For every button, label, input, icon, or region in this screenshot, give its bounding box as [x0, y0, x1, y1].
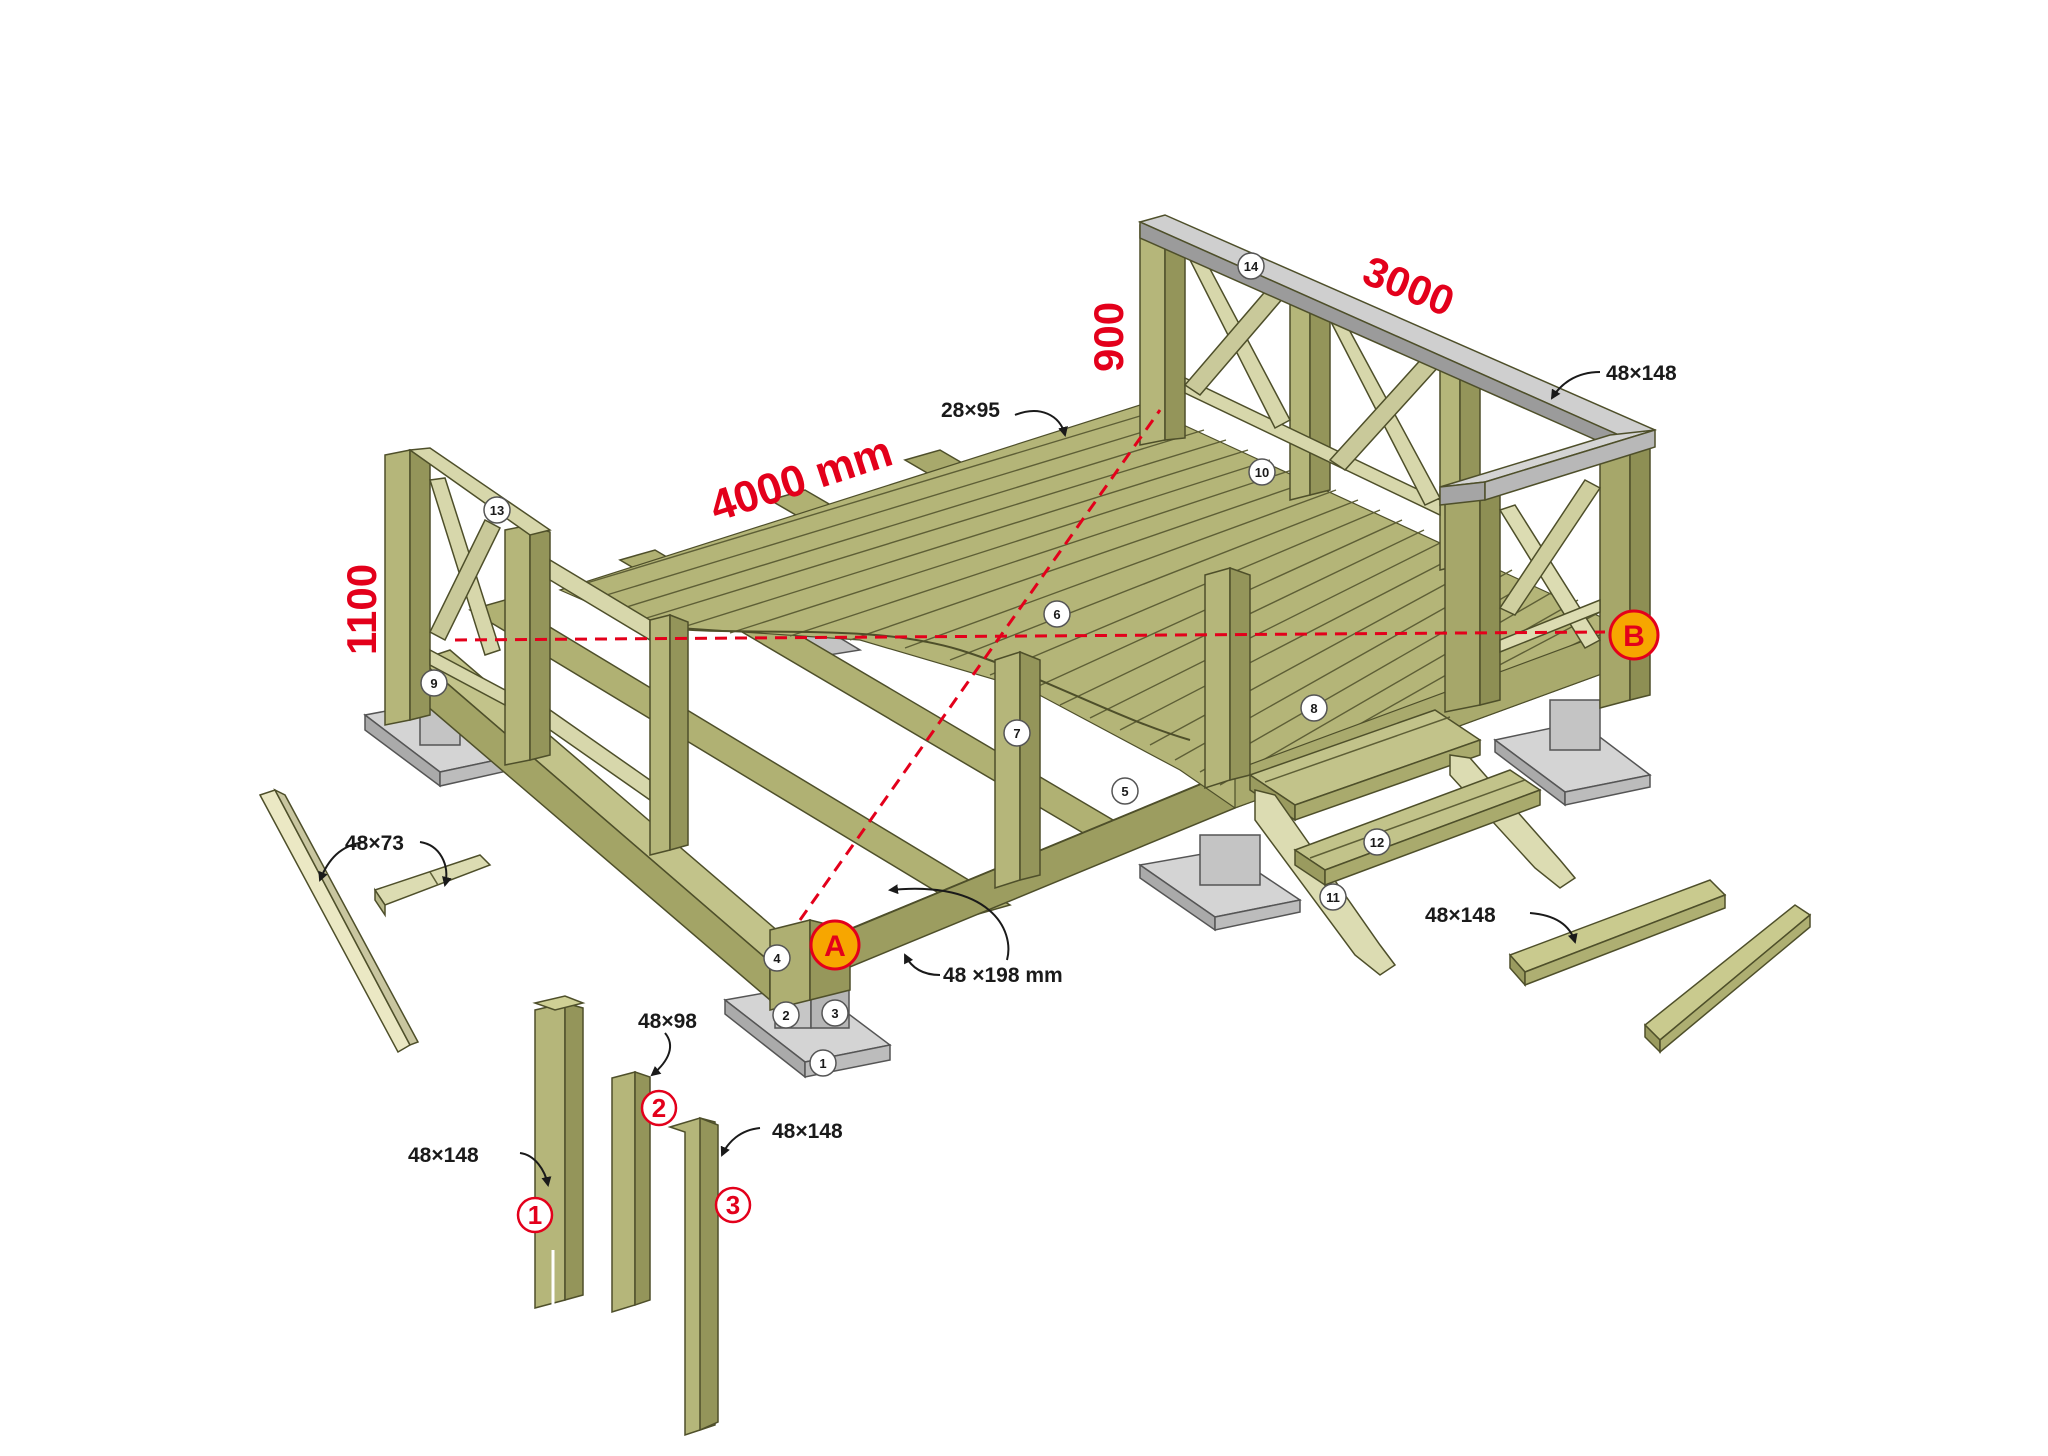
- left-lower-rail: [429, 648, 506, 707]
- callout-9: 9: [420, 669, 448, 697]
- callout-14: 14: [1237, 252, 1265, 280]
- right-brace-b: [1498, 479, 1602, 616]
- back-brace-x2b: [1328, 354, 1442, 471]
- left-railing: [384, 447, 689, 856]
- callout-8: 8: [1300, 694, 1328, 722]
- opening-post-left: [649, 614, 671, 856]
- joist-inner-1: [468, 599, 1012, 916]
- svg-text:1: 1: [528, 1200, 542, 1230]
- svg-text:9: 9: [430, 676, 437, 691]
- stairs: [1248, 709, 1577, 976]
- svg-text:13: 13: [490, 503, 504, 518]
- annotation-arrows: [318, 371, 1601, 1187]
- entrance-post-right: [1204, 567, 1231, 790]
- callout-10: 10: [1248, 458, 1276, 486]
- loose-brace-short: [373, 854, 492, 906]
- callout-2: 2: [772, 1001, 800, 1029]
- post-numbers: 1 2 3: [516, 1089, 752, 1234]
- back-railing: [1137, 214, 1657, 571]
- footing-middle: [1138, 834, 1302, 932]
- point-marker-b: B: [1608, 609, 1660, 661]
- entrance-posts: [994, 566, 1251, 890]
- post-part-2: [611, 1071, 636, 1314]
- loose-brace-long: [258, 789, 411, 1054]
- label-decking: 28×95: [941, 399, 1000, 422]
- dimension-left-height: 1100: [338, 564, 385, 655]
- label-step: 48×148: [1425, 904, 1496, 927]
- callout-12: 12: [1363, 828, 1391, 856]
- side-beam-left-top: [418, 649, 802, 963]
- numbered-callouts: 1 2 3 4 5 6 7 8 9 10 11 12 13 14: [420, 252, 1391, 1077]
- footing-right: [1493, 699, 1652, 807]
- svg-text:1: 1: [819, 1056, 826, 1071]
- svg-text:2: 2: [652, 1093, 666, 1123]
- back-post-left: [1139, 221, 1166, 446]
- svg-text:6: 6: [1053, 607, 1060, 622]
- svg-text:14: 14: [1244, 259, 1259, 274]
- callout-4: 4: [763, 944, 791, 972]
- label-top-rail: 48×148: [1606, 362, 1677, 385]
- label-cross-brace: 48×73: [345, 832, 404, 855]
- entrance-post-7: [994, 650, 1021, 890]
- left-brace-b: [429, 518, 501, 642]
- svg-text:4: 4: [773, 951, 781, 966]
- svg-text:B: B: [1623, 620, 1645, 653]
- right-lower-rail: [1499, 598, 1601, 654]
- svg-text:12: 12: [1370, 835, 1384, 850]
- loose-step-board-1: [1508, 879, 1727, 973]
- svg-text:11: 11: [1326, 890, 1340, 905]
- label-post-3: 48×148: [772, 1120, 843, 1143]
- callout-7: 7: [1003, 719, 1031, 747]
- loose-parts: [258, 788, 1812, 1054]
- svg-text:2: 2: [782, 1008, 789, 1023]
- diagonal-line-a: [798, 409, 1162, 921]
- point-marker-a: A: [809, 919, 861, 971]
- right-railing: [1439, 428, 1656, 713]
- callout-5: 5: [1111, 777, 1139, 805]
- callout-13: 13: [483, 496, 511, 524]
- right-post-back: [1599, 437, 1631, 709]
- post-parts: [532, 995, 719, 1437]
- callout-3: 3: [821, 999, 849, 1027]
- callout-1: 1: [809, 1049, 837, 1077]
- post-number-2: 2: [640, 1089, 678, 1127]
- svg-text:8: 8: [1310, 701, 1317, 716]
- left-top-rail: [407, 447, 552, 536]
- svg-text:10: 10: [1255, 465, 1269, 480]
- label-post-2: 48×98: [638, 1010, 697, 1033]
- svg-text:7: 7: [1013, 726, 1020, 741]
- dimension-rail-height: 900: [1085, 302, 1132, 372]
- callout-6: 6: [1043, 600, 1071, 628]
- left-post-back: [384, 449, 411, 726]
- side-beam-left-face: [419, 658, 771, 1002]
- label-beam: 48 ×198 mm: [943, 964, 1063, 987]
- svg-text:5: 5: [1121, 784, 1128, 799]
- right-post-front: [1444, 486, 1481, 713]
- post-number-1: 1: [516, 1196, 554, 1234]
- post-number-3: 3: [714, 1186, 752, 1224]
- diagonal-line-horizontal: [454, 630, 1606, 642]
- label-post-1: 48×148: [408, 1144, 479, 1167]
- measurement-lines: [454, 409, 1606, 921]
- svg-text:A: A: [824, 930, 846, 963]
- left-post-front: [504, 524, 531, 766]
- svg-text:3: 3: [726, 1190, 740, 1220]
- svg-text:3: 3: [831, 1006, 838, 1021]
- back-post-mid: [1289, 295, 1311, 501]
- post-part-1: [534, 1002, 566, 1309]
- callout-11: 11: [1319, 883, 1347, 911]
